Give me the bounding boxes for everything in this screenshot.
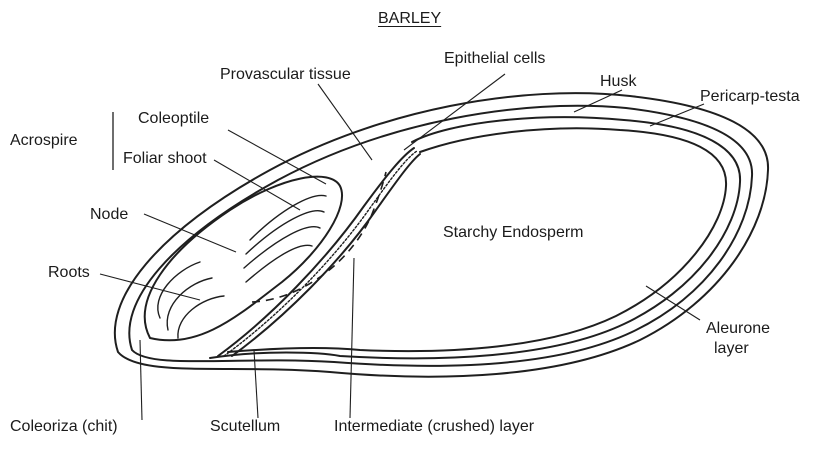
label-node: Node [90,206,129,223]
label-aleurone-layer: layer [714,340,749,357]
husk-outline [113,92,770,378]
label-provascular-tissue: Provascular tissue [220,66,351,83]
endosperm-outline [227,127,728,353]
label-pericarp-testa: Pericarp-testa [700,88,800,105]
label-scutellum: Scutellum [210,418,281,435]
scutellum-band-outer [217,147,415,357]
label-intermediate-layer: Intermediate (crushed) layer [334,418,535,435]
foliar-shoot-lines [243,194,327,283]
label-husk: Husk [600,73,637,90]
diagram-title: BARLEY [378,10,442,27]
label-starchy-endosperm: Starchy Endosperm [443,224,584,241]
provascular-dash [251,171,387,303]
leader-lines [99,73,705,421]
label-coleoptile: Coleoptile [138,110,210,127]
label-acrospire: Acrospire [10,132,78,149]
scutellum-band-inner [231,153,421,357]
label-aleurone: Aleurone [706,320,771,337]
label-foliar-shoot: Foliar shoot [123,150,207,167]
aleurone-outline [209,116,742,360]
label-epithelial-cells: Epithelial cells [444,50,546,67]
label-coleoriza: Coleoriza (chit) [10,418,118,435]
coleoptile-outline [143,175,343,342]
root-lines [157,261,225,339]
label-roots: Roots [48,264,90,281]
pericarp-testa-outline [128,104,754,367]
epithelial-hatching [223,150,418,357]
